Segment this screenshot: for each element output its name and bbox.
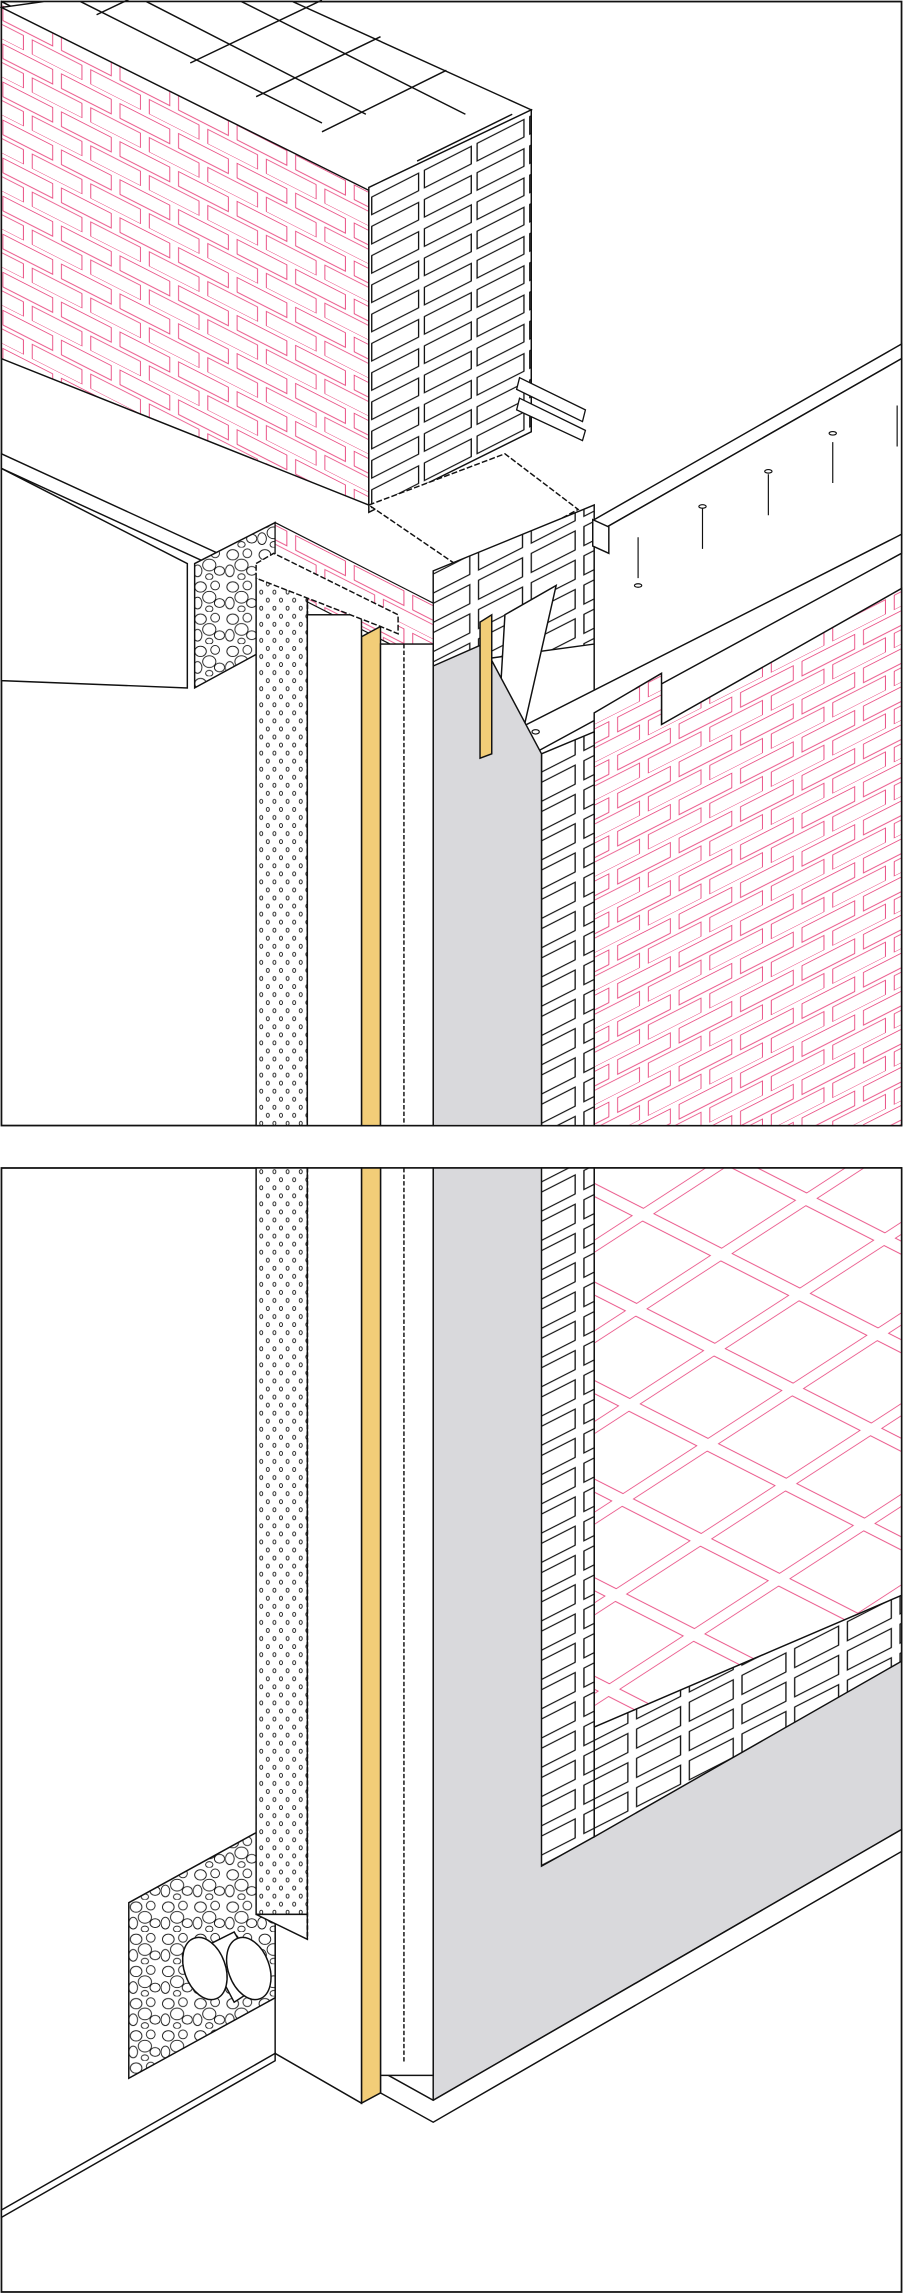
air-cavity-lower xyxy=(379,1167,434,2077)
membrane-flashing xyxy=(255,552,399,635)
insulation-board-lower xyxy=(360,1167,382,2105)
upper-detail-view xyxy=(0,0,903,1127)
interior-floor-line xyxy=(0,2052,276,2219)
drain-pipe xyxy=(181,1930,272,2004)
wall-ties xyxy=(531,405,898,735)
sheathing xyxy=(306,614,363,1127)
perforated-drainage-mat-lower xyxy=(255,1167,309,1916)
perforated-drainage-mat xyxy=(255,577,309,1127)
brick-soldier-edge xyxy=(540,730,595,1127)
cavity-tray-flashing xyxy=(367,452,580,572)
brick-soldier-edge-lower xyxy=(540,1167,595,1868)
brick-wall-face-right xyxy=(368,108,532,514)
lower-detail-view xyxy=(0,1167,903,2293)
insulation-board xyxy=(360,625,382,1127)
weep-pipes xyxy=(515,376,587,442)
insulation-board-top xyxy=(479,613,493,760)
air-cavity xyxy=(379,643,434,1127)
interior-wall xyxy=(0,467,189,689)
steel-shelf-angle xyxy=(496,342,903,763)
